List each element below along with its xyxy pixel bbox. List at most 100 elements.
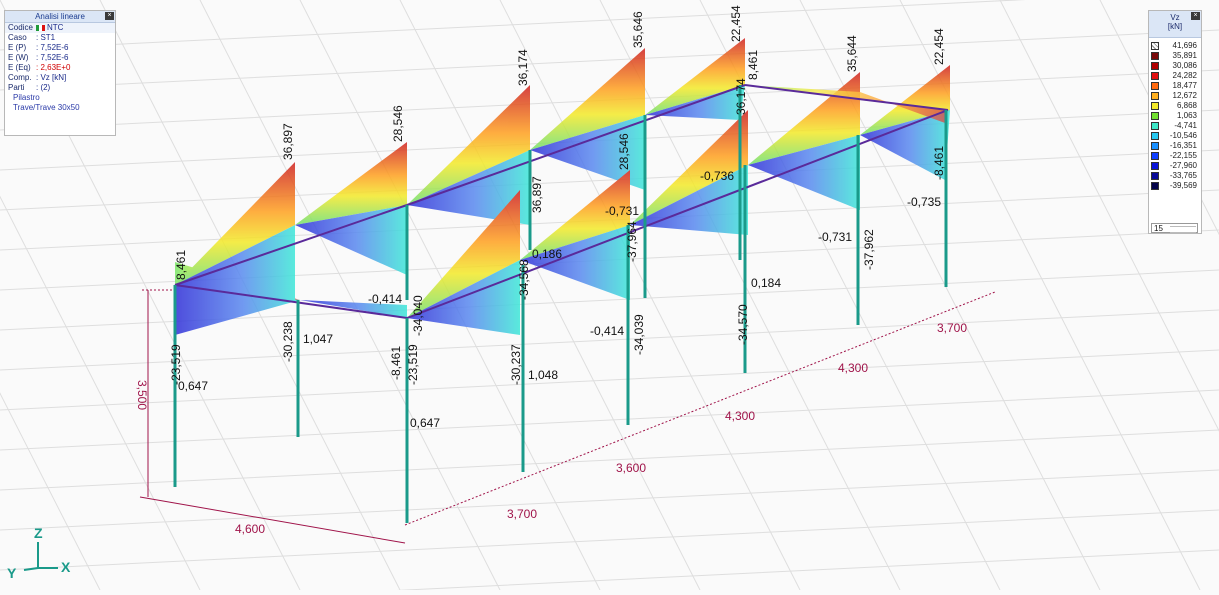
info-row-case: Caso : ST1	[5, 33, 115, 43]
frame-members	[173, 84, 949, 523]
dim-span-1: 3,700	[507, 507, 537, 521]
value-label: 36,174	[734, 78, 748, 115]
steps-slider[interactable]	[1170, 226, 1196, 233]
steps-value: 15	[1154, 224, 1163, 233]
legend-value: 24,282	[1172, 71, 1197, 80]
info-value: : 7,52E-6	[36, 53, 69, 62]
legend-value: 6,868	[1176, 101, 1197, 110]
legend-entry: 24,282	[1149, 71, 1201, 81]
dim-front-width: 4,600	[235, 522, 265, 536]
legend-value: -22,155	[1169, 151, 1197, 160]
legend-value: 1,063	[1176, 111, 1197, 120]
value-label: -0,736	[700, 169, 734, 183]
legend-value: 12,672	[1172, 91, 1197, 100]
info-value: : ST1	[36, 33, 56, 42]
axis-y-label: Y	[7, 565, 17, 580]
value-label: 35,646	[631, 11, 645, 48]
dim-height: 3,500	[135, 380, 149, 410]
value-label: -37,962	[862, 229, 876, 270]
value-label: -0,731	[818, 230, 852, 244]
value-label: -8,461	[932, 146, 946, 180]
legend-swatch	[1151, 62, 1159, 70]
legend-swatch	[1151, 172, 1159, 180]
value-label: -0,731	[605, 204, 639, 218]
value-label: -30,238	[281, 321, 295, 362]
legend-entry: -22,155	[1149, 151, 1201, 161]
value-label: 1,048	[528, 368, 558, 382]
value-label: -8,461	[389, 346, 403, 380]
dim-span-5: 3,700	[937, 321, 967, 335]
info-value: : Vz [kN]	[36, 73, 67, 82]
axis-triad: Z X Y	[7, 525, 71, 580]
legend-swatch	[1151, 102, 1159, 110]
info-key: E (Eq)	[8, 63, 31, 72]
legend-steps-input[interactable]: 15	[1151, 223, 1198, 233]
info-value: : 2,63E+0	[36, 63, 71, 72]
value-label: 8,461	[746, 50, 760, 80]
info-row-parts: Parti : (2)	[5, 83, 115, 93]
info-panel-title: Analisi lineare	[35, 12, 85, 21]
value-label: 35,644	[845, 35, 859, 72]
legend-swatch	[1151, 42, 1159, 50]
value-label: -23,519	[169, 344, 183, 385]
legend-entry: -16,351	[1149, 141, 1201, 151]
value-label: 36,174	[516, 49, 530, 86]
legend-swatch	[1151, 132, 1159, 140]
legend-entry: 6,868	[1149, 101, 1201, 111]
legend-value: 30,086	[1172, 61, 1197, 70]
value-label: 22,454	[729, 5, 743, 42]
info-key: Parti	[8, 83, 25, 92]
info-row-ep: E (P) : 7,52E-6	[5, 43, 115, 53]
legend-value: -39,569	[1169, 181, 1197, 190]
legend-title: Vz	[1170, 13, 1180, 22]
value-label: 0,647	[410, 416, 440, 430]
info-row-comp: Comp. : Vz [kN]	[5, 73, 115, 83]
legend-value: -10,546	[1169, 131, 1197, 140]
value-label: -34,568	[517, 259, 531, 300]
legend-value: -33,765	[1169, 171, 1197, 180]
value-label: -30,237	[509, 344, 523, 385]
dim-span-3: 4,300	[725, 409, 755, 423]
value-label: 36,897	[530, 176, 544, 213]
legend-entry: 35,891	[1149, 51, 1201, 61]
legend-swatch	[1151, 162, 1159, 170]
legend-entry: 30,086	[1149, 61, 1201, 71]
close-icon[interactable]: ×	[105, 12, 114, 20]
info-key: Caso	[8, 33, 27, 42]
info-key: Codice	[8, 23, 33, 32]
shear-diagrams	[175, 38, 950, 335]
part-item[interactable]: Pilastro	[13, 93, 40, 102]
info-key: E (W)	[8, 53, 29, 62]
legend-value: 41,696	[1172, 41, 1197, 50]
info-value: : 7,52E-6	[36, 43, 69, 52]
part-item[interactable]: Trave/Trave 30x50	[13, 103, 80, 112]
legend-swatch	[1151, 72, 1159, 80]
value-label: 28,546	[391, 105, 405, 142]
legend-swatch	[1151, 82, 1159, 90]
info-panel-header: Analisi lineare ×	[5, 11, 115, 23]
analysis-info-panel: Analisi lineare × Codice NTC Caso : ST1 …	[4, 10, 116, 136]
info-row-code: Codice NTC	[5, 23, 115, 33]
value-label: -0,414	[368, 292, 402, 306]
value-label: 36,897	[281, 123, 295, 160]
value-label: -0,414	[590, 324, 624, 338]
close-icon[interactable]: ×	[1191, 12, 1200, 20]
legend-entry: -39,569	[1149, 181, 1201, 191]
legend-value: -16,351	[1169, 141, 1197, 150]
value-label: -34,039	[632, 314, 646, 355]
axis-z-label: Z	[34, 525, 43, 541]
legend-swatch	[1151, 142, 1159, 150]
legend-entry: -10,546	[1149, 131, 1201, 141]
value-label: -34,570	[736, 304, 750, 345]
info-key: Comp.	[8, 73, 32, 82]
legend-unit: [kN]	[1167, 22, 1183, 31]
value-label: 0,184	[751, 276, 781, 290]
italy-flag-icon	[36, 24, 45, 31]
info-value: NTC	[36, 23, 63, 33]
info-value: : (2)	[36, 83, 51, 92]
value-label: -34,040	[411, 295, 425, 336]
